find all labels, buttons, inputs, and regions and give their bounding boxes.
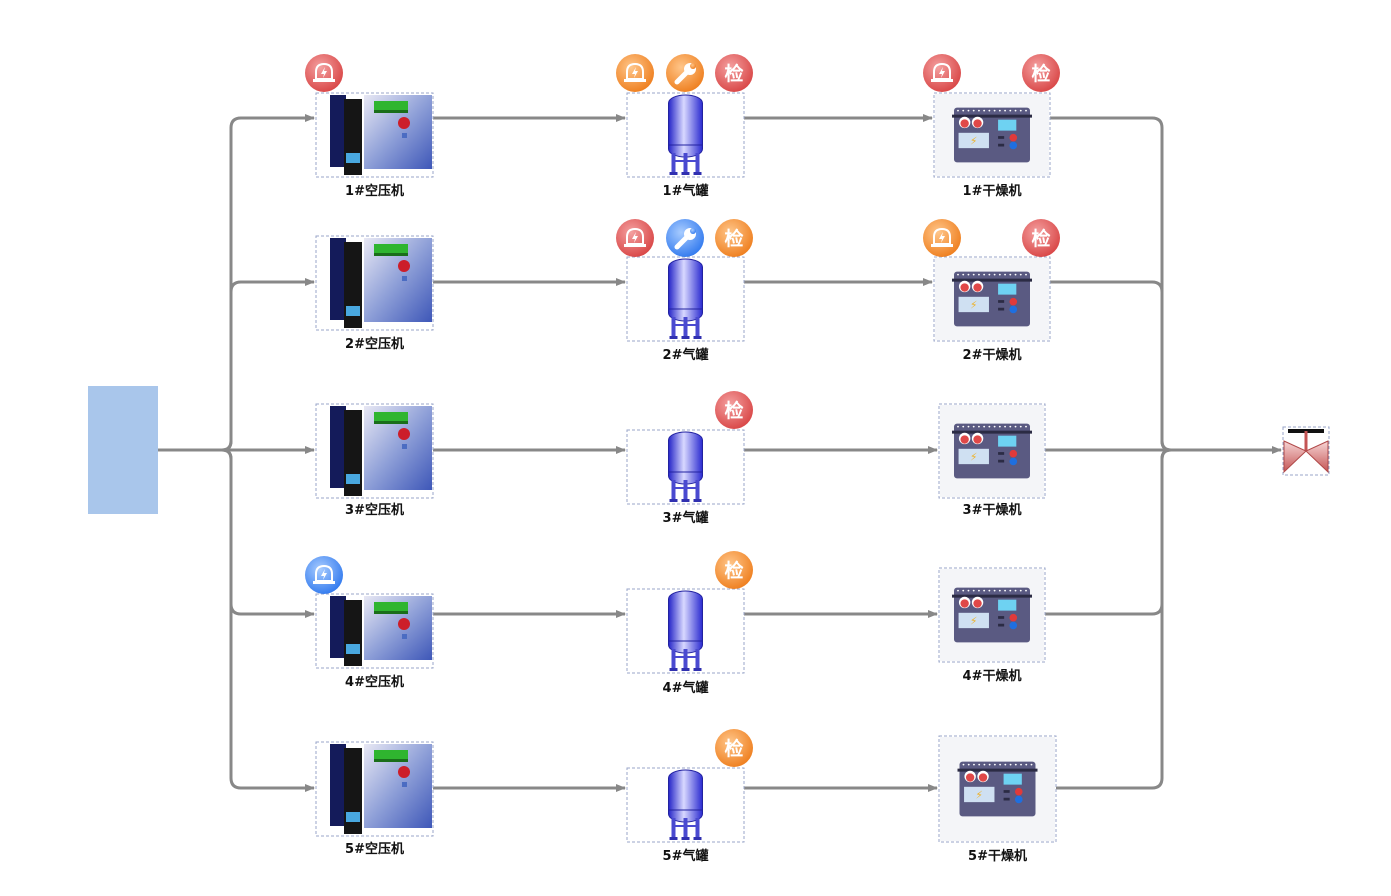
check-label: 检 bbox=[724, 559, 743, 582]
tank-label-2: 2#气罐 bbox=[662, 348, 709, 363]
dryer-label-2: 2#干燥机 bbox=[962, 348, 1022, 363]
tank-3-badge-red-check[interactable]: 检 bbox=[715, 391, 753, 429]
dryer-2-badge-orange-alarm-icon[interactable] bbox=[923, 219, 961, 257]
merge-pipe-1 bbox=[1050, 116, 1172, 452]
tank-5-badge-orange-check[interactable]: 检 bbox=[715, 729, 753, 767]
check-label: 检 bbox=[1031, 62, 1050, 85]
status-badges: 检检检检检检检 bbox=[305, 54, 1060, 767]
tank-2[interactable] bbox=[626, 256, 745, 342]
compressor-label-3: 3#空压机 bbox=[345, 503, 404, 518]
check-label: 检 bbox=[724, 737, 743, 760]
dryer-1-badge-red-alarm-icon[interactable] bbox=[923, 54, 961, 92]
compressor-2[interactable] bbox=[315, 235, 434, 331]
dryer-1-badge-red-check[interactable]: 检 bbox=[1022, 54, 1060, 92]
compressor-1-badge-red-alarm-icon[interactable] bbox=[305, 54, 343, 92]
tank-1[interactable] bbox=[626, 92, 745, 178]
tank-label-5: 5#气罐 bbox=[662, 849, 709, 864]
tank-label-3: 3#气罐 bbox=[662, 511, 709, 526]
svg-text:⚡: ⚡ bbox=[970, 450, 977, 463]
tank-4[interactable] bbox=[626, 588, 745, 674]
compressor-label-5: 5#空压机 bbox=[345, 842, 404, 857]
merge-pipe-2 bbox=[1050, 280, 1172, 452]
svg-text:⚡: ⚡ bbox=[970, 298, 977, 311]
compressor-4-badge-blue-alarm-icon[interactable] bbox=[305, 556, 343, 594]
tank-label-4: 4#气罐 bbox=[662, 681, 709, 696]
compressor-label-1: 1#空压机 bbox=[345, 184, 404, 199]
branch-pipe-2 bbox=[221, 278, 315, 452]
svg-text:⚡: ⚡ bbox=[970, 134, 977, 147]
check-label: 检 bbox=[724, 399, 743, 422]
tank-5[interactable] bbox=[626, 767, 745, 843]
branch-pipe-5 bbox=[221, 448, 315, 792]
valve-icon[interactable] bbox=[1282, 426, 1330, 476]
dryer-label-4: 4#干燥机 bbox=[962, 669, 1022, 684]
compressor-5[interactable] bbox=[315, 741, 434, 837]
compressor-label-2: 2#空压机 bbox=[345, 337, 404, 352]
dryer-3[interactable]: ⚡ bbox=[938, 403, 1046, 499]
pipe-network bbox=[88, 114, 1330, 792]
tank-2-badge-orange-check[interactable]: 检 bbox=[715, 219, 753, 257]
dryer-5[interactable]: ⚡ bbox=[938, 735, 1057, 843]
tank-1-badge-red-check[interactable]: 检 bbox=[715, 54, 753, 92]
compressor-1[interactable] bbox=[315, 92, 434, 178]
equipment-nodes: ⚡ ⚡ ⚡ ⚡ ⚡ bbox=[315, 92, 1057, 843]
dryer-label-3: 3#干燥机 bbox=[962, 503, 1022, 518]
dryer-2-badge-red-check[interactable]: 检 bbox=[1022, 219, 1060, 257]
branch-pipe-4 bbox=[221, 448, 315, 618]
svg-text:⚡: ⚡ bbox=[970, 614, 977, 627]
compressor-4[interactable] bbox=[315, 593, 434, 669]
tank-1-badge-orange-alarm-icon[interactable] bbox=[616, 54, 654, 92]
tank-4-badge-orange-check[interactable]: 检 bbox=[715, 551, 753, 589]
svg-text:⚡: ⚡ bbox=[976, 788, 983, 801]
tank-3[interactable] bbox=[626, 429, 745, 505]
merge-pipe-5 bbox=[1056, 448, 1172, 790]
check-label: 检 bbox=[724, 227, 743, 250]
dryer-2[interactable]: ⚡ bbox=[933, 256, 1051, 342]
compressor-label-4: 4#空压机 bbox=[345, 675, 404, 690]
dryer-1[interactable]: ⚡ bbox=[933, 92, 1051, 178]
source-block bbox=[88, 386, 158, 514]
merge-pipe-4 bbox=[1045, 448, 1172, 616]
dryer-label-1: 1#干燥机 bbox=[962, 184, 1022, 199]
check-label: 检 bbox=[1031, 227, 1050, 250]
tank-2-badge-red-alarm-icon[interactable] bbox=[616, 219, 654, 257]
tank-2-badge-blue-wrench-icon[interactable] bbox=[666, 219, 704, 257]
compressor-3[interactable] bbox=[315, 403, 434, 499]
dryer-4[interactable]: ⚡ bbox=[938, 567, 1046, 663]
check-label: 检 bbox=[724, 62, 743, 85]
tank-1-badge-orange-wrench-icon[interactable] bbox=[666, 54, 704, 92]
tank-label-1: 1#气罐 bbox=[662, 184, 709, 199]
dryer-label-5: 5#干燥机 bbox=[968, 849, 1027, 864]
